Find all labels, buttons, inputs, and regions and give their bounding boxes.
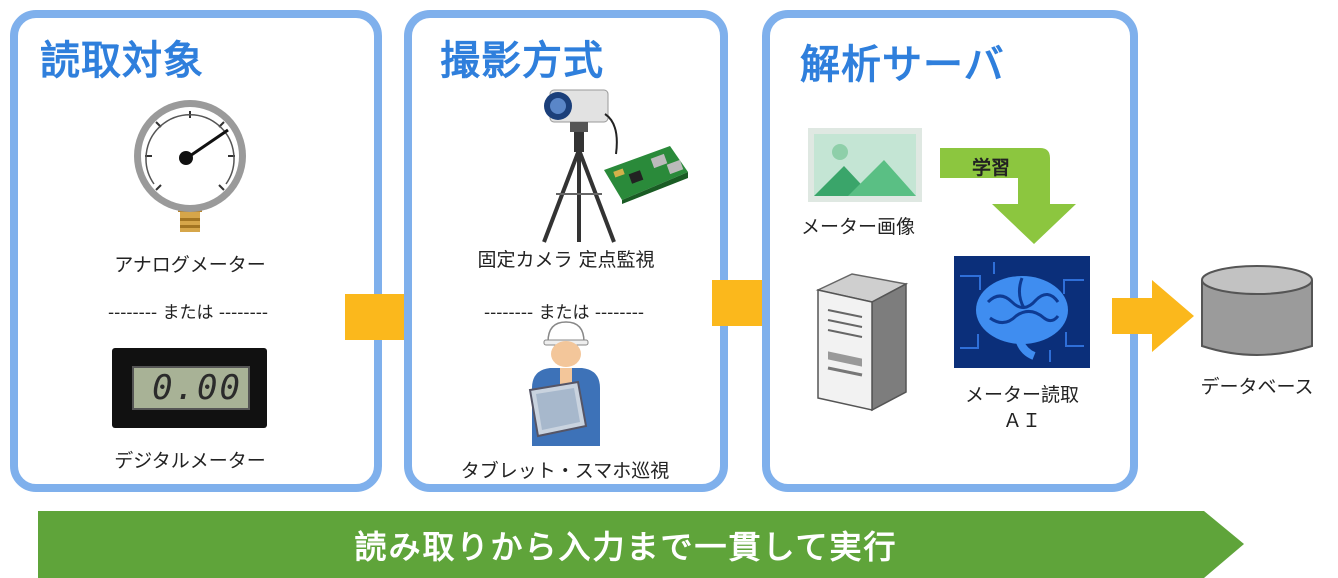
server-panel	[762, 10, 1138, 492]
learning-arrow	[940, 148, 1076, 244]
process-banner: 読み取りから入力まで一貫して実行	[38, 511, 1244, 578]
analog-meter-label: アナログメーター	[114, 254, 266, 276]
flow-arrow-3	[1112, 280, 1194, 352]
digital-meter-reading: 0.00	[152, 368, 242, 408]
target-panel-title: 読取対象	[40, 38, 204, 84]
tablet-patrol-label: タブレット・スマホ巡視	[460, 460, 670, 482]
banner-text: 読み取りから入力まで一貫して実行	[354, 527, 898, 566]
ai-label-line2: ＡＩ	[1002, 410, 1042, 432]
fixed-camera-label: 固定カメラ 定点監視	[477, 249, 655, 271]
image-placeholder-icon	[808, 128, 922, 202]
digital-meter-label: デジタルメーター	[114, 450, 266, 472]
server-tower-icon	[815, 273, 909, 412]
target-or-divider: -------- または --------	[108, 303, 268, 323]
digital-meter-display: 0.00	[132, 366, 250, 410]
tripod-camera-icon	[542, 89, 618, 243]
capture-or-divider: -------- または --------	[484, 303, 644, 323]
banner-arrow-shape	[38, 511, 1244, 578]
circuit-board-icon	[604, 146, 688, 204]
learning-label: 学習	[972, 157, 1011, 179]
capture-panel-title: 撮影方式	[440, 38, 604, 84]
worker-tablet-icon	[528, 321, 600, 446]
meter-image-label: メーター画像	[800, 216, 916, 238]
ai-label-line1: メーター読取	[964, 384, 1080, 406]
database-icon	[1201, 265, 1313, 356]
database-label: データベース	[1200, 376, 1314, 398]
server-panel-title: 解析サーバ	[800, 42, 1005, 88]
pressure-gauge-icon	[134, 100, 246, 232]
ai-brain-icon	[954, 256, 1090, 368]
digital-meter-icon: 0.00	[112, 348, 267, 428]
